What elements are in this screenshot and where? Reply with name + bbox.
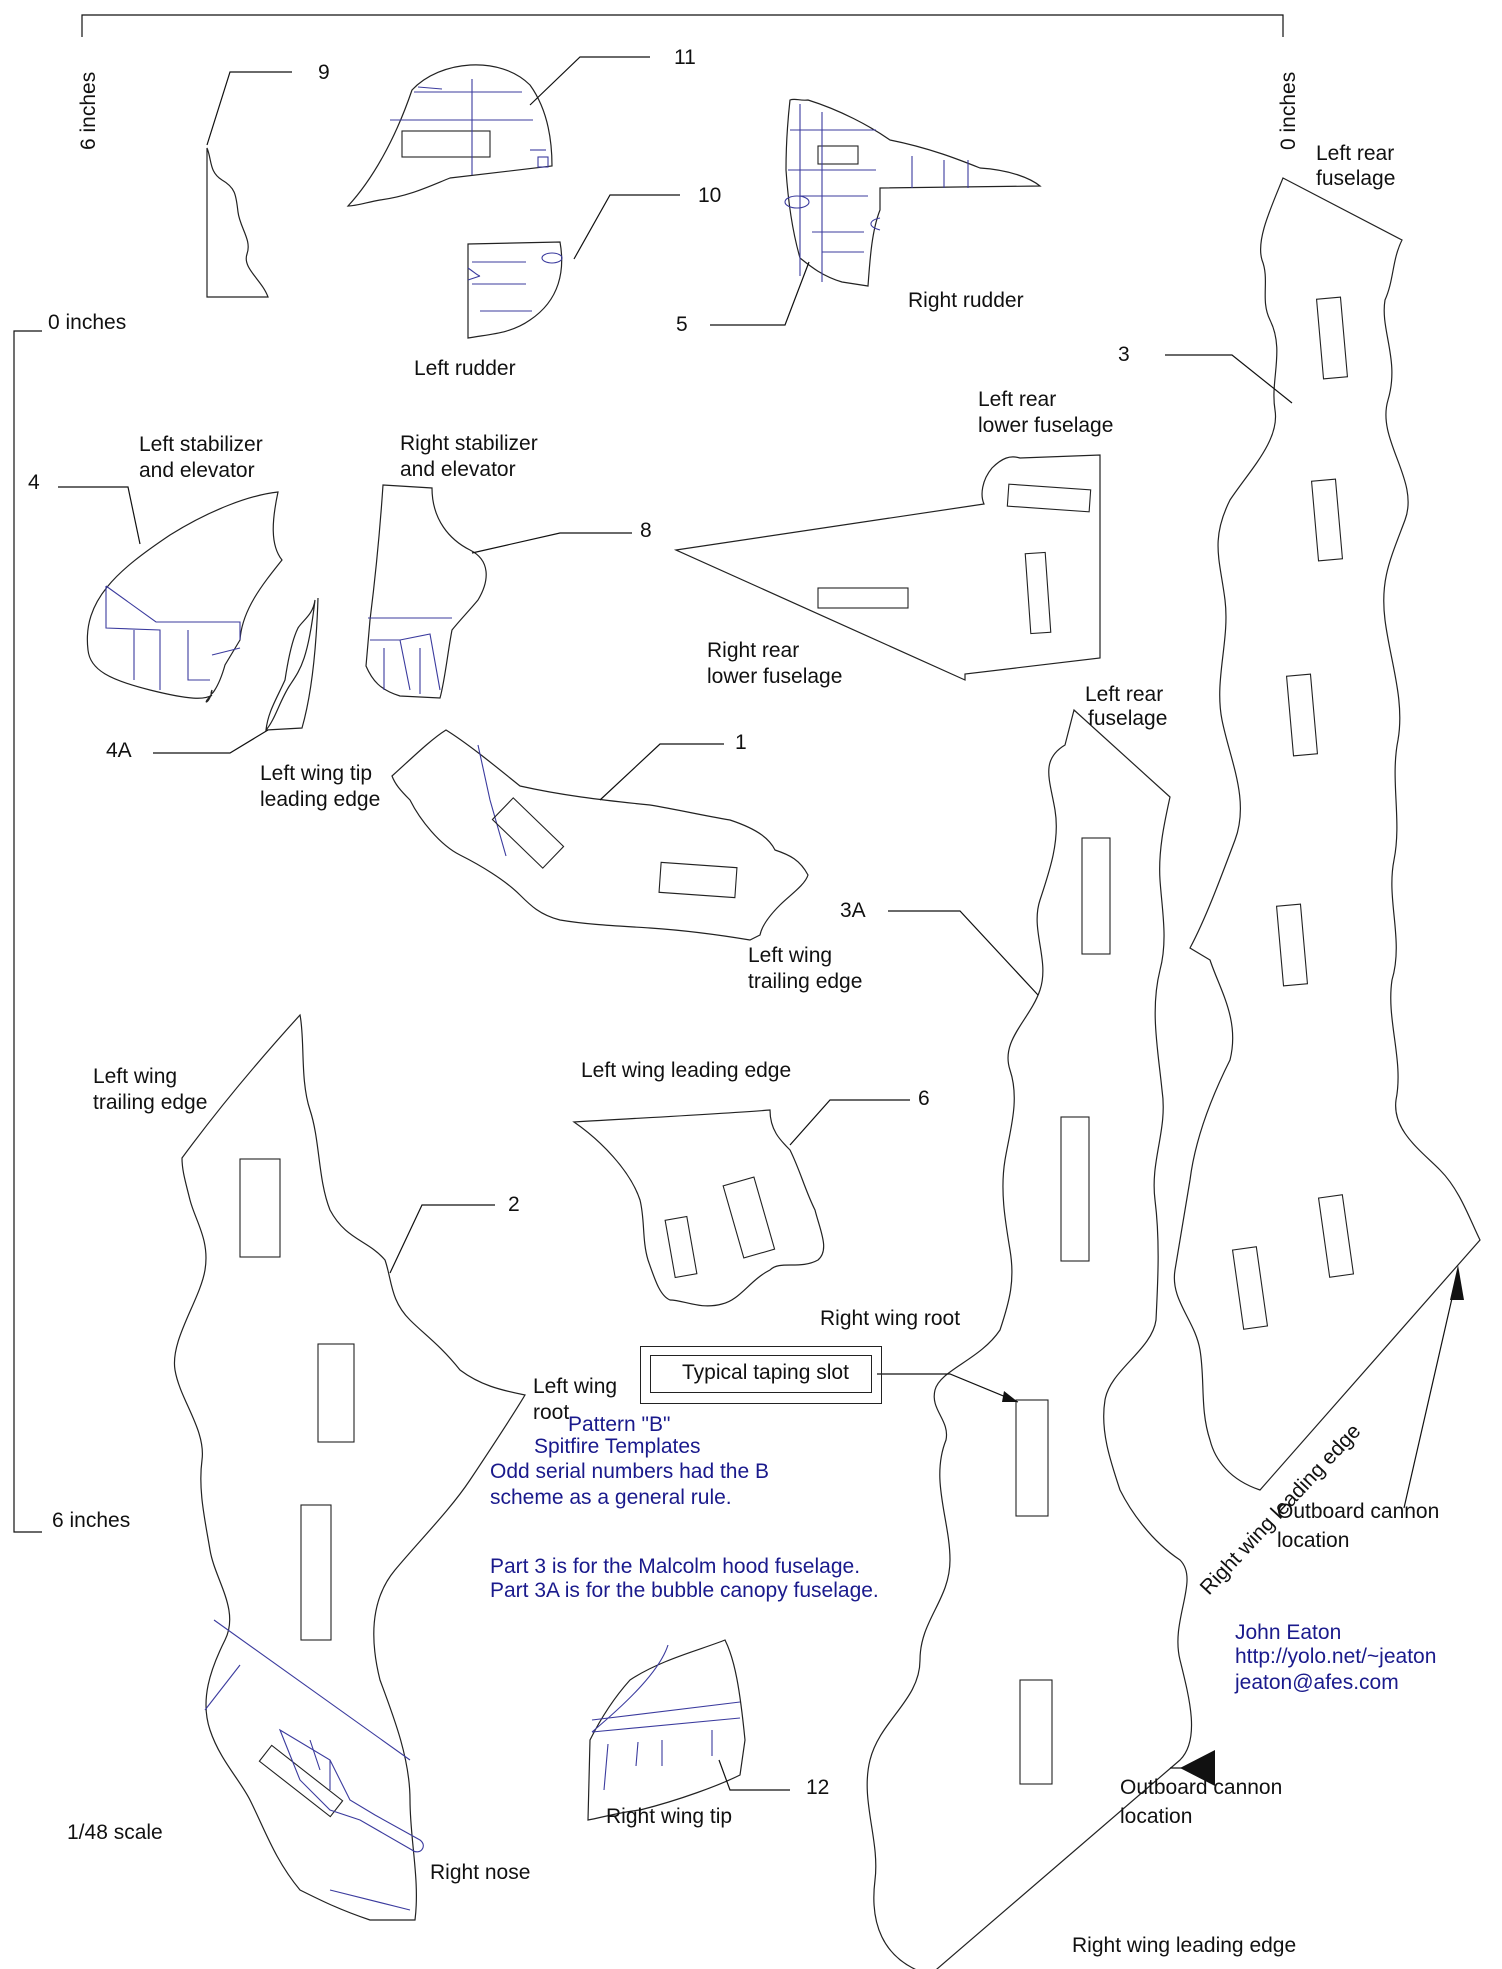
label-left-wing-tip-leading-edge-2: leading edge bbox=[260, 788, 381, 811]
label-outboard-cannon-1-line1: Outboard cannon bbox=[1277, 1500, 1440, 1523]
note-pattern-line2: Spitfire Templates bbox=[534, 1435, 701, 1458]
leader-4 bbox=[58, 486, 141, 545]
part-number-4a: 4A bbox=[106, 739, 132, 762]
label-left-wing-root-2: root bbox=[533, 1401, 570, 1424]
label-left-wing-trailing-edge-mid-1: Left wing bbox=[748, 944, 833, 967]
part-number-12: 12 bbox=[806, 1776, 830, 1799]
part-11-outline bbox=[346, 64, 553, 207]
part-3-outline bbox=[1173, 177, 1481, 1491]
leader-9 bbox=[206, 71, 292, 146]
part-number-8: 8 bbox=[640, 519, 652, 542]
leader-1 bbox=[599, 743, 724, 801]
part-4a-outline bbox=[265, 597, 319, 732]
arrow-taping-slot bbox=[1002, 1391, 1018, 1402]
label-outboard-cannon-1-line2: location bbox=[1277, 1529, 1350, 1552]
left-rear-lower-fuselage-outline bbox=[673, 454, 1101, 681]
part-6-outline bbox=[572, 1109, 825, 1307]
typical-taping-slot-inner bbox=[650, 1355, 872, 1393]
leader-11 bbox=[529, 56, 650, 106]
leader-taping-slot bbox=[877, 1373, 1019, 1403]
part-number-10: 10 bbox=[698, 184, 722, 207]
ruler-top bbox=[81, 14, 1284, 37]
ruler-left bbox=[13, 330, 42, 1533]
note-part3a: Part 3A is for the bubble canopy fuselag… bbox=[490, 1579, 879, 1602]
part-4-outline bbox=[86, 491, 283, 703]
label-left-wing-tip-leading-edge-1: Left wing tip bbox=[260, 762, 373, 785]
part-9-outline bbox=[206, 147, 269, 298]
credit-email: jeaton@afes.com bbox=[1235, 1671, 1399, 1694]
part-number-1: 1 bbox=[735, 731, 747, 754]
leader-3a bbox=[888, 910, 1039, 996]
note-odd-serial-line2: scheme as a general rule. bbox=[490, 1486, 732, 1509]
label-left-rear-lower-fuselage-1: Left rear bbox=[978, 388, 1057, 411]
label-left-rear-fuselage-mid-2: fuselage bbox=[1088, 707, 1168, 730]
label-right-rudder: Right rudder bbox=[908, 289, 1024, 312]
part-number-11: 11 bbox=[674, 46, 696, 69]
label-left-rear-lower-fuselage-2: lower fuselage bbox=[978, 414, 1114, 437]
part-3a-outline bbox=[866, 708, 1193, 1969]
part-number-4: 4 bbox=[28, 471, 40, 494]
label-right-wing-tip: Right wing tip bbox=[606, 1805, 733, 1828]
label-left-rear-fuselage-top-1: Left rear bbox=[1316, 142, 1395, 165]
part-number-6: 6 bbox=[918, 1087, 930, 1110]
label-left-wing-leading-edge: Left wing leading edge bbox=[581, 1059, 792, 1082]
leader-6 bbox=[789, 1099, 910, 1146]
label-left-stabilizer-2: and elevator bbox=[139, 459, 255, 482]
label-outboard-cannon-2-line2: location bbox=[1120, 1805, 1193, 1828]
label-scale: 1/48 scale bbox=[67, 1821, 163, 1844]
label-right-nose: Right nose bbox=[430, 1861, 531, 1884]
leader-cannon-1 bbox=[1403, 1271, 1459, 1509]
ruler-label-6-inches-top: 6 inches bbox=[77, 71, 100, 150]
arrow-cannon-1 bbox=[1450, 1265, 1464, 1300]
part-1-outline bbox=[391, 729, 809, 941]
label-outboard-cannon-2-line1: Outboard cannon bbox=[1120, 1776, 1283, 1799]
label-left-rear-fuselage-mid-1: Left rear bbox=[1085, 683, 1164, 706]
credit-name: John Eaton bbox=[1235, 1621, 1342, 1644]
ruler-label-0-inches-left: 0 inches bbox=[48, 311, 127, 334]
label-right-stabilizer-2: and elevator bbox=[400, 458, 516, 481]
arrow-cannon-2 bbox=[1180, 1750, 1215, 1786]
label-left-wing-trailing-edge-mid-2: trailing edge bbox=[748, 970, 863, 993]
leader-10 bbox=[573, 194, 680, 260]
leader-12 bbox=[718, 1759, 790, 1791]
part-number-2: 2 bbox=[508, 1193, 520, 1216]
label-right-rear-lower-fuselage-1: Right rear bbox=[707, 639, 800, 662]
ruler-label-0-inches-top: 0 inches bbox=[1277, 71, 1300, 150]
part-number-3: 3 bbox=[1118, 343, 1130, 366]
leader-5 bbox=[710, 261, 810, 326]
label-right-wing-root: Right wing root bbox=[820, 1307, 961, 1330]
label-typical-taping-slot: Typical taping slot bbox=[682, 1361, 849, 1384]
part-number-5: 5 bbox=[676, 313, 688, 336]
part-10-outline bbox=[467, 241, 563, 339]
label-left-wing-trailing-edge-left-2: trailing edge bbox=[93, 1091, 208, 1114]
ruler-label-6-inches-left: 6 inches bbox=[52, 1509, 131, 1532]
leader-4a bbox=[153, 729, 269, 754]
label-left-rear-fuselage-top-2: fuselage bbox=[1316, 167, 1396, 190]
label-right-wing-leading-edge-bottom: Right wing leading edge bbox=[1072, 1934, 1297, 1957]
leader-2 bbox=[389, 1204, 495, 1274]
note-part3: Part 3 is for the Malcolm hood fuselage. bbox=[490, 1555, 861, 1578]
part-8-outline bbox=[365, 484, 487, 699]
note-odd-serial-line1: Odd serial numbers had the B bbox=[490, 1460, 769, 1483]
leader-8 bbox=[471, 532, 632, 554]
label-left-rudder: Left rudder bbox=[414, 357, 516, 380]
credit-url: http://yolo.net/~jeaton bbox=[1235, 1645, 1437, 1668]
part-number-3a: 3A bbox=[840, 899, 866, 922]
note-pattern-line1: Pattern "B" bbox=[568, 1413, 671, 1436]
part-number-9: 9 bbox=[318, 61, 330, 84]
part-2-outline bbox=[173, 1013, 526, 1921]
label-left-wing-root-1: Left wing bbox=[533, 1375, 618, 1398]
label-left-stabilizer-1: Left stabilizer bbox=[139, 433, 263, 456]
label-right-rear-lower-fuselage-2: lower fuselage bbox=[707, 665, 843, 688]
typical-taping-slot-outer bbox=[640, 1346, 882, 1404]
part-12-outline bbox=[587, 1639, 746, 1821]
label-right-stabilizer-1: Right stabilizer bbox=[400, 432, 538, 455]
label-left-wing-trailing-edge-left-1: Left wing bbox=[93, 1065, 178, 1088]
leader-3 bbox=[1165, 354, 1293, 404]
part-5-outline bbox=[784, 98, 1042, 287]
